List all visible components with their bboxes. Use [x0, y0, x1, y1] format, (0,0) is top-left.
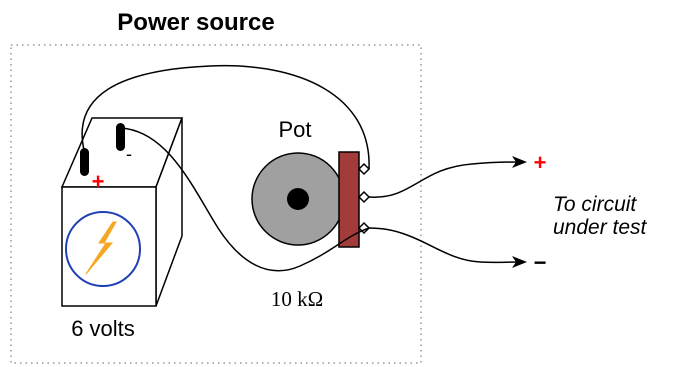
pot-label: Pot: [278, 117, 311, 142]
pot-terminal-top: [357, 162, 371, 176]
battery-voltage-label: 6 volts: [71, 316, 135, 341]
lightning-ring: [65, 211, 141, 287]
diagram-title: Power source: [117, 9, 274, 36]
output-caption-line2: under test: [553, 216, 648, 239]
wire-wiper-to-output-plus: [368, 161, 518, 198]
battery-positive-terminal: [80, 148, 89, 176]
potentiometer: [251, 151, 371, 248]
pot-terminal-wiper: [357, 190, 371, 204]
output-plus-arrow-icon: [512, 156, 527, 168]
battery-plus-sign: +: [92, 169, 105, 194]
power-source-enclosure: [10, 44, 422, 364]
output-minus-arrow-icon: [512, 256, 527, 268]
wire-bottom-to-output-minus: [368, 227, 518, 264]
pot-bracket: [338, 151, 360, 248]
output-caption-line1: To circuit: [553, 193, 637, 216]
wire-negative-to-pot: [119, 127, 370, 272]
battery-negative-terminal: [116, 123, 125, 151]
output-plus-sign: +: [534, 150, 547, 175]
battery-minus-sign: -: [126, 144, 132, 164]
pot-shaft: [287, 188, 309, 210]
output-minus-sign: −: [534, 250, 547, 275]
wire-positive-to-pot: [81, 64, 370, 170]
lightning-bolt-icon: [85, 221, 117, 275]
pot-resistance-label: 10 kΩ: [271, 287, 323, 311]
battery: + -: [60, 117, 184, 307]
